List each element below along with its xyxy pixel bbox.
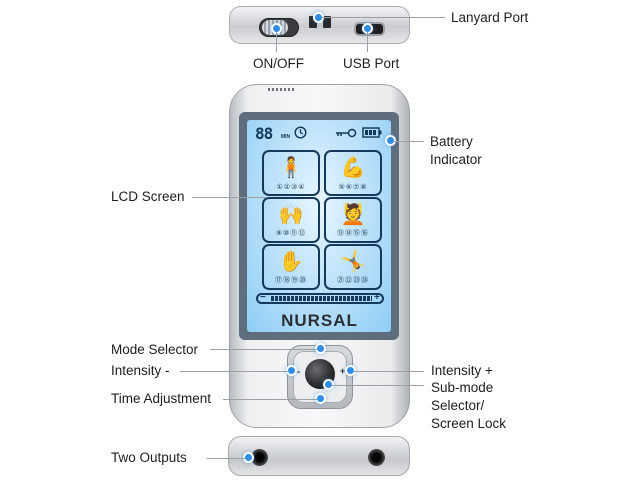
- battery-leader-line: [394, 141, 424, 142]
- lcd-leader-line: [192, 197, 267, 198]
- usb-callout-dot: [364, 25, 371, 32]
- battery-indicator-label-2: Indicator: [430, 152, 482, 167]
- mode-tile-1: 🧍 ①②③④: [262, 150, 320, 196]
- lanyard-leader-line: [322, 17, 445, 18]
- on-off-callout-dot: [273, 25, 280, 32]
- usb-port-label: USB Port: [343, 56, 400, 71]
- mode-tile-numbers: ⑰⑱⑲⑳: [275, 277, 307, 284]
- mode-callout-dot: [317, 345, 324, 352]
- mode-tile-numbers: ⑨⑩⑪⑫: [275, 230, 307, 237]
- tai-chi-icon: 🤸: [340, 251, 366, 273]
- output-jack-a: [251, 449, 268, 466]
- usb-leader-line: [367, 32, 368, 52]
- lanyard-callout-dot: [315, 14, 322, 21]
- intensity-plus-callout-dot: [347, 367, 354, 374]
- time-leader-line: [223, 399, 317, 400]
- mode-tile-4: 💆 ⑬⑭⑮⑯: [324, 197, 382, 243]
- mode-tile-2: 💪 ⑤⑥⑦⑧: [324, 150, 382, 196]
- lcd-screen-label: LCD Screen: [111, 189, 185, 204]
- clock-icon: [294, 126, 307, 142]
- battery-callout-dot: [387, 137, 394, 144]
- mode-selector-label: Mode Selector: [111, 342, 199, 357]
- mode-tile-6: 🤸 ㉑㉒㉓㉔: [324, 244, 382, 290]
- on-off-leader-line: [276, 32, 277, 52]
- hand-press-icon: ✋: [278, 251, 304, 273]
- outputs-leader-line: [207, 458, 245, 459]
- submode-label-3: Screen Lock: [431, 416, 507, 431]
- intensity-bar-fill: [271, 296, 372, 301]
- lanyard-slot-left: [309, 16, 317, 28]
- speaker-grille: [268, 88, 294, 91]
- intensity-plus-label: Intensity +: [431, 363, 493, 378]
- intensity-plus-button[interactable]: +: [340, 366, 346, 376]
- back-massage-icon: 💆: [340, 204, 366, 226]
- mode-leader-line: [210, 349, 317, 350]
- intensity-minus-button[interactable]: −: [295, 367, 301, 377]
- arm-massage-icon: 💪: [340, 157, 366, 179]
- mode-tile-5: ✋ ⑰⑱⑲⑳: [262, 244, 320, 290]
- intensity-bar-minus: −: [260, 292, 266, 303]
- intensity-bar: [256, 293, 384, 304]
- submode-leader-line: [332, 385, 424, 386]
- hands-massage-icon: 🙌: [278, 204, 304, 226]
- submode-label-2: Selector/: [431, 398, 485, 413]
- lanyard-port-label: Lanyard Port: [451, 10, 529, 25]
- intensity-minus-label: Intensity -: [111, 363, 170, 378]
- brand-logo: NURSAL: [281, 311, 358, 330]
- mode-tile-3: 🙌 ⑨⑩⑪⑫: [262, 197, 320, 243]
- battery-indicator-label-1: Battery: [430, 134, 473, 149]
- submode-label-1: Sub-mode: [431, 380, 494, 395]
- timer-display: 88: [255, 124, 273, 143]
- on-off-label: ON/OFF: [253, 56, 304, 71]
- intensity-minus-callout-dot: [288, 367, 295, 374]
- two-outputs-label: Two Outputs: [111, 450, 187, 465]
- timer-unit: MIN: [281, 134, 291, 140]
- mode-tile-numbers: ㉑㉒㉓㉔: [337, 277, 369, 284]
- time-adjustment-label: Time Adjustment: [111, 391, 212, 406]
- battery-icon: [362, 127, 382, 141]
- time-callout-dot: [317, 395, 324, 402]
- intensity-minus-leader-line: [180, 371, 288, 372]
- outputs-callout-dot: [245, 454, 252, 461]
- mode-tile-numbers: ①②③④: [276, 184, 306, 191]
- submode-callout-dot: [325, 381, 332, 388]
- output-jack-b: [368, 449, 385, 466]
- lanyard-slot-right: [323, 16, 331, 28]
- mode-tile-numbers: ⑬⑭⑮⑯: [337, 230, 369, 237]
- key-lock-icon: [335, 127, 357, 141]
- neck-shoulder-icon: 🧍: [278, 157, 304, 179]
- intensity-plus-leader-line: [354, 371, 424, 372]
- mode-tile-numbers: ⑤⑥⑦⑧: [338, 184, 368, 191]
- intensity-bar-plus: +: [374, 292, 380, 303]
